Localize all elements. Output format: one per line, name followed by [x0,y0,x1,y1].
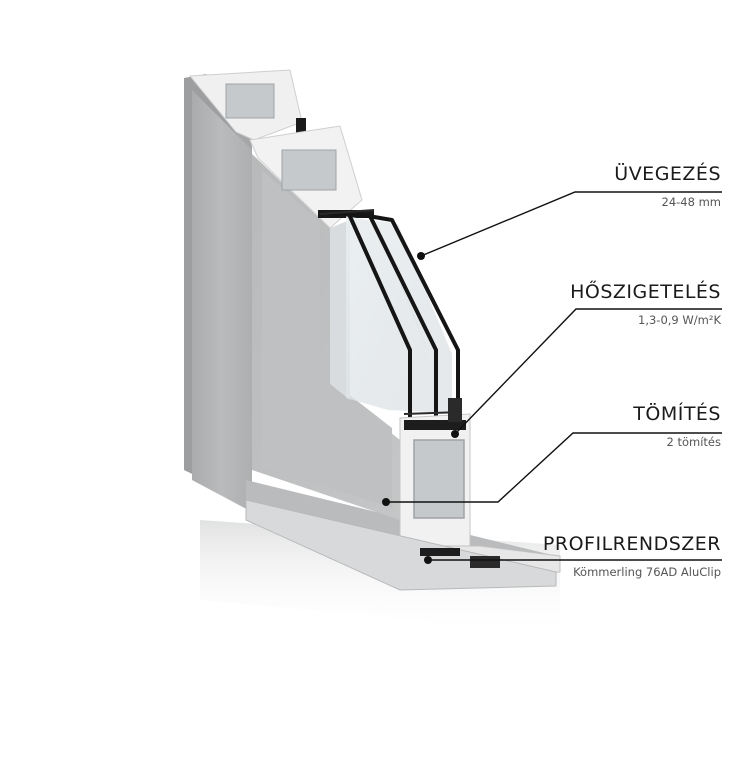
bottom-sash-clip [448,398,462,422]
callout-seal-title: TÖMÍTÉS [633,403,721,425]
leader-line-seal [386,432,722,503]
leader-dot-seal [382,498,390,506]
glass-pane-2 [372,220,452,412]
callout-profile: PROFILRENDSZER Kömmerling 76AD AluClip [543,533,721,579]
leader-dot-glazing [417,252,425,260]
bottom-frame-drain [470,556,500,568]
leader-dots [382,252,459,564]
bottom-sash-reinforcement [413,439,465,519]
leader-line-glazing [420,191,722,257]
top-frame-reinforcement [225,83,275,119]
leader-dot-insulation [451,430,459,438]
callout-glazing-value: 24-48 mm [661,195,721,209]
bottom-frame-seal [420,548,460,556]
callout-profile-title: PROFILRENDSZER [542,533,721,555]
callout-glazing: ÜVEGEZÉS 24-48 mm [614,163,721,209]
callout-seal-value: 2 tömítés [666,435,722,449]
callout-insulation: HŐSZIGETELÉS 1,3-0,9 W/m²K [570,281,721,327]
callout-seal: TÖMÍTÉS 2 tömítés [633,403,721,449]
callout-profile-value: Kömmerling 76AD AluClip [573,565,721,579]
top-frame-seal [296,118,306,140]
leader-lines [386,191,722,561]
leader-dot-profile [424,556,432,564]
triple-glazing [329,210,460,420]
outer-frame-main-face [192,90,252,512]
callout-insulation-title: HŐSZIGETELÉS [570,281,721,303]
sash-inner-face [262,170,392,508]
callout-glazing-title: ÜVEGEZÉS [614,163,721,185]
callout-insulation-value: 1,3-0,9 W/m²K [638,313,721,327]
inner-glass-edge [330,220,350,400]
bottom-sash-gasket-top [404,420,466,430]
top-sash-reinforcement [281,149,337,191]
leader-line-insulation [454,308,722,435]
